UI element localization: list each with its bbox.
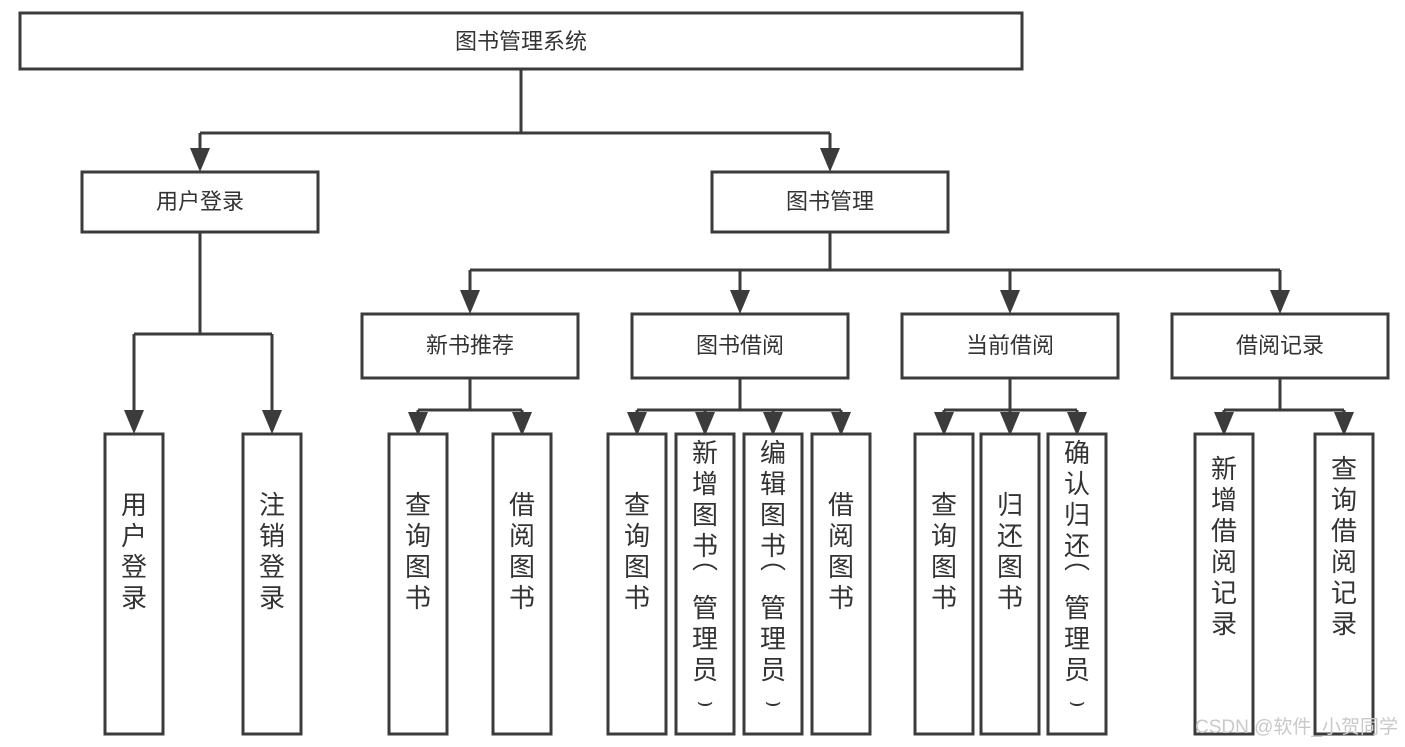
- node-book-borrow-label: 图书借阅: [696, 333, 784, 358]
- node-leaf-logout-login[interactable]: 注销登录: [241, 432, 303, 736]
- arrowhead-leaf-return-book: [1000, 412, 1020, 436]
- node-leaf-add-borrow-record-label: 新增借阅记录: [1211, 454, 1237, 639]
- node-root-box[interactable]: [18, 11, 1024, 71]
- node-leaf-logout-login-box[interactable]: [241, 432, 303, 736]
- arrowhead-user-login: [190, 148, 210, 172]
- node-leaf-borrow-book-2[interactable]: 借阅图书: [810, 432, 872, 736]
- node-book-management[interactable]: 图书管理: [710, 170, 950, 234]
- node-root-label: 图书管理系统: [455, 29, 587, 54]
- node-leaf-query-book-2-box[interactable]: [606, 432, 668, 736]
- node-leaf-edit-book-admin-label: 编辑图书⌒管理员⌣: [760, 438, 786, 716]
- node-leaf-return-book-label: 归还图书: [997, 490, 1023, 613]
- arrowhead-leaf-user-login: [124, 410, 144, 434]
- node-leaf-add-book-admin-label: 新增图书⌒管理员⌣: [692, 438, 718, 716]
- node-leaf-confirm-return-admin[interactable]: 确认归还⌒管理员⌣: [1046, 432, 1108, 736]
- node-leaf-user-login[interactable]: 用户登录: [103, 432, 165, 736]
- node-new-book-recommend[interactable]: 新书推荐: [360, 312, 580, 380]
- node-leaf-query-borrow-record[interactable]: 查询借阅记录: [1313, 432, 1375, 736]
- node-leaf-return-book[interactable]: 归还图书: [979, 432, 1041, 736]
- arrowhead-current-borrow: [1000, 290, 1020, 314]
- node-leaf-borrow-book-1-label: 借阅图书: [509, 490, 535, 613]
- node-leaf-add-borrow-record-box[interactable]: [1193, 432, 1255, 736]
- node-user-login-box[interactable]: [80, 170, 320, 234]
- node-leaf-add-borrow-record[interactable]: 新增借阅记录: [1193, 432, 1255, 736]
- node-leaf-query-book-2[interactable]: 查询图书: [606, 432, 668, 736]
- node-current-borrow[interactable]: 当前借阅: [900, 312, 1120, 380]
- csdn-watermark: CSDN @软件_小贺同学: [1195, 716, 1398, 738]
- node-new-book-recommend-box[interactable]: [360, 312, 580, 380]
- node-leaf-logout-login-label: 注销登录: [259, 490, 285, 613]
- node-leaf-confirm-return-admin-label: 确认归还⌒管理员⌣: [1064, 438, 1090, 716]
- node-leaf-edit-book-admin[interactable]: 编辑图书⌒管理员⌣: [742, 432, 804, 736]
- node-current-borrow-box[interactable]: [900, 312, 1120, 380]
- arrowhead-leaf-edit-book-admin: [763, 412, 783, 436]
- arrowhead-book-management: [820, 148, 840, 172]
- node-leaf-confirm-return-admin-box[interactable]: [1046, 432, 1108, 736]
- node-leaf-borrow-book-2-label: 借阅图书: [828, 490, 854, 613]
- arrowhead-leaf-add-book-admin: [695, 412, 715, 436]
- node-book-borrow[interactable]: 图书借阅: [630, 312, 850, 380]
- arrowhead-leaf-logout-login: [262, 410, 282, 434]
- connector-layer: [124, 69, 1354, 436]
- node-leaf-query-book-1-label: 查询图书: [405, 490, 431, 613]
- arrowhead-new-book-recommend: [460, 290, 480, 314]
- node-leaf-return-book-box[interactable]: [979, 432, 1041, 736]
- node-borrow-record-box[interactable]: [1170, 312, 1390, 380]
- node-leaf-query-book-2-label: 查询图书: [624, 490, 650, 613]
- node-leaf-borrow-book-1-box[interactable]: [491, 432, 553, 736]
- node-leaf-query-book-3-box[interactable]: [913, 432, 975, 736]
- node-book-management-label: 图书管理: [786, 189, 874, 214]
- arrowhead-leaf-add-borrow-record: [1214, 412, 1234, 436]
- node-book-borrow-box[interactable]: [630, 312, 850, 380]
- node-leaf-add-book-admin-box[interactable]: [674, 432, 736, 736]
- node-leaf-edit-book-admin-box[interactable]: [742, 432, 804, 736]
- arrowhead-leaf-query-book-3: [934, 412, 954, 436]
- node-user-login[interactable]: 用户登录: [80, 170, 320, 234]
- node-root[interactable]: 图书管理系统: [18, 11, 1024, 71]
- node-leaf-borrow-book-1[interactable]: 借阅图书: [491, 432, 553, 736]
- arrowhead-leaf-confirm-return-admin: [1067, 412, 1087, 436]
- node-leaf-add-book-admin[interactable]: 新增图书⌒管理员⌣: [674, 432, 736, 736]
- node-leaf-query-book-3-label: 查询图书: [931, 490, 957, 613]
- node-leaf-query-book-3[interactable]: 查询图书: [913, 432, 975, 736]
- arrowhead-leaf-borrow-book-1: [512, 412, 532, 436]
- node-leaf-user-login-label: 用户登录: [121, 490, 147, 613]
- arrowhead-book-borrow: [730, 290, 750, 314]
- node-borrow-record-label: 借阅记录: [1236, 333, 1324, 358]
- arrowhead-leaf-borrow-book-2: [831, 412, 851, 436]
- node-user-login-label: 用户登录: [156, 189, 244, 214]
- arrowhead-leaf-query-book-1: [408, 412, 428, 436]
- node-borrow-record[interactable]: 借阅记录: [1170, 312, 1390, 380]
- node-leaf-borrow-book-2-box[interactable]: [810, 432, 872, 736]
- node-leaf-query-borrow-record-label: 查询借阅记录: [1331, 454, 1357, 639]
- arrowhead-leaf-query-book-2: [627, 412, 647, 436]
- node-leaf-query-book-1[interactable]: 查询图书: [387, 432, 449, 736]
- node-leaf-query-book-1-box[interactable]: [387, 432, 449, 736]
- node-book-management-box[interactable]: [710, 170, 950, 234]
- node-new-book-recommend-label: 新书推荐: [426, 333, 514, 358]
- arrowhead-leaf-query-borrow-record: [1334, 412, 1354, 436]
- node-leaf-query-borrow-record-box[interactable]: [1313, 432, 1375, 736]
- node-leaf-user-login-box[interactable]: [103, 432, 165, 736]
- arrowhead-borrow-record: [1270, 290, 1290, 314]
- node-current-borrow-label: 当前借阅: [966, 333, 1054, 358]
